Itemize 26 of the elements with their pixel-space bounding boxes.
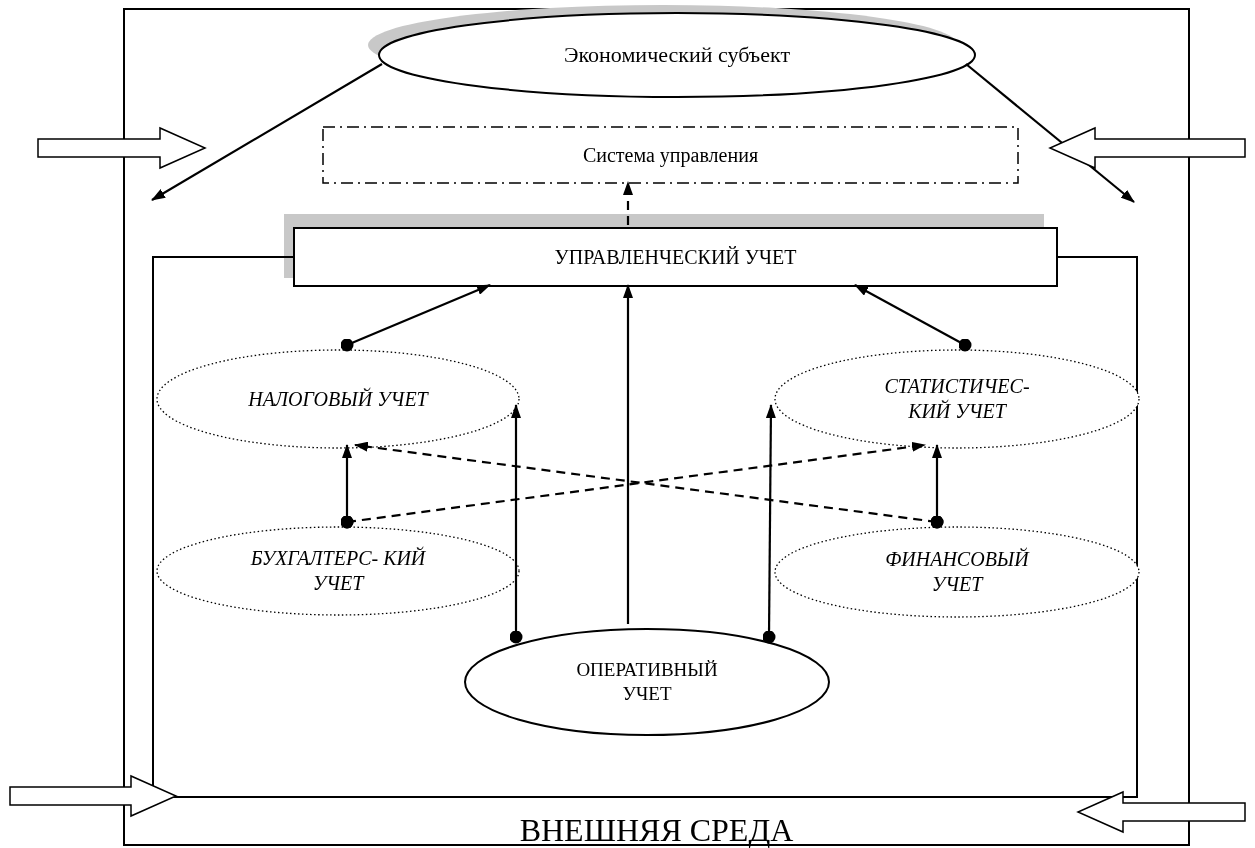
node-label: УПРАВЛЕНЧЕСКИЙ УЧЕТ (554, 244, 797, 270)
node-label: Система управления (582, 142, 759, 168)
node-label: ОПЕРАТИВНЫЙ УЧЕТ (575, 658, 719, 706)
node-label: СТАТИСТИЧЕС- КИЙ УЧЕТ (883, 374, 1031, 424)
ellipse-node (464, 628, 830, 736)
node-label: НАЛОГОВЫЙ УЧЕТ (248, 386, 428, 412)
block-arrow (9, 774, 178, 818)
dashed-arrow (623, 181, 633, 225)
frame-box (123, 8, 1190, 846)
dotted-ellipse-node (156, 349, 520, 449)
node-label: ФИНАНСОВЫЙ УЧЕТ (884, 547, 1031, 597)
arrow (762, 404, 776, 644)
ellipse-node (378, 12, 976, 98)
dotted-ellipse-node (774, 526, 1140, 618)
dashed-box (322, 126, 1019, 184)
dotted-ellipse-node (156, 526, 520, 616)
frame-title: ВНЕШНЯЯ СРЕДА (519, 811, 794, 848)
process-box (293, 227, 1058, 287)
node-label: БУХГАЛТЕРС- КИЙ УЧЕТ (249, 546, 427, 596)
arrow (151, 63, 383, 201)
arrow (854, 284, 972, 352)
dotted-ellipse-node (774, 349, 1140, 449)
arrow (509, 404, 523, 644)
node-label: Экономический субъект (564, 41, 790, 69)
arrow (623, 284, 633, 624)
arrow (340, 284, 491, 352)
